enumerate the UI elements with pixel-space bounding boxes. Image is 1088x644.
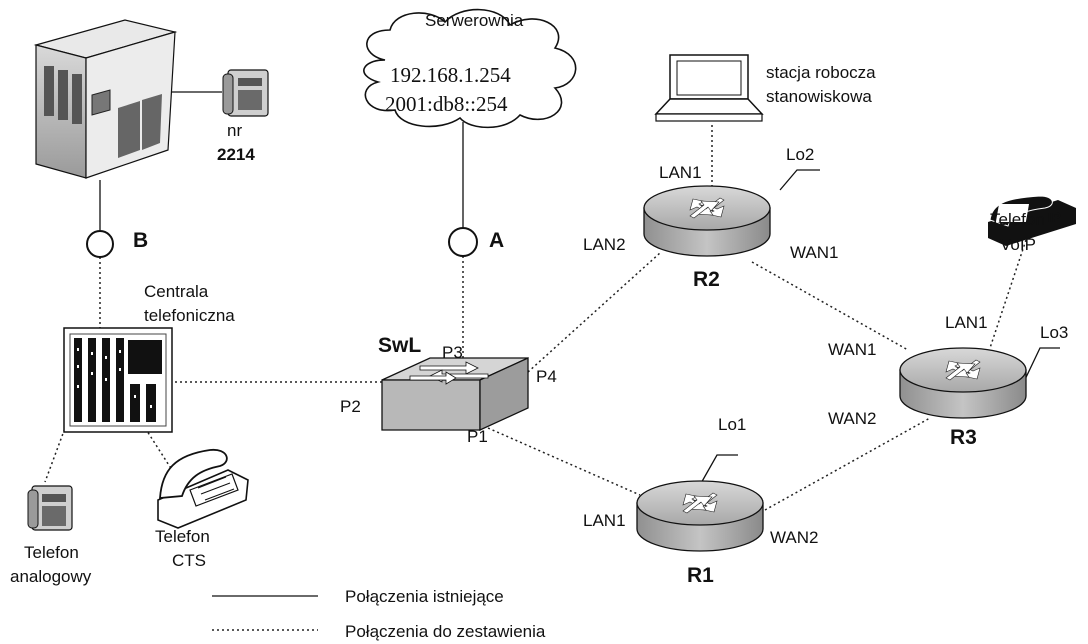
- r3-wan2-label: WAN2: [828, 409, 877, 428]
- connections: [44, 91, 1060, 511]
- line-swl-r2: [527, 252, 661, 373]
- r1-lo1-label: Lo1: [718, 415, 746, 434]
- analog-phone-label-line2: analogowy: [10, 567, 92, 586]
- cts-phone-icon: [157, 449, 249, 529]
- legend-solid-label: Połączenia istniejące: [345, 587, 504, 606]
- router-r1-icon: [636, 480, 764, 552]
- port-p1-label: P1: [467, 427, 488, 446]
- line-r2-lo2: [779, 169, 820, 191]
- router-r3-icon: [899, 347, 1027, 419]
- phone-number: 2214: [217, 145, 255, 164]
- r2-label: R2: [693, 268, 720, 291]
- pbx-label-line1: Centrala: [144, 282, 209, 301]
- phone-number-prefix: nr: [227, 121, 242, 140]
- legend-dotted-label: Połączenia do zestawienia: [345, 622, 546, 641]
- legend: Połączenia istniejące Połączenia do zest…: [212, 587, 546, 641]
- line-r3-lo3: [1019, 347, 1060, 391]
- connection-point-b: [86, 230, 114, 258]
- line-voip-r3: [989, 239, 1027, 349]
- laptop-icon: [654, 54, 764, 122]
- r1-lan1-label: LAN1: [583, 511, 626, 530]
- workstation-label-line2: stanowiskowa: [766, 87, 872, 106]
- r1-wan2-label: WAN2: [770, 528, 819, 547]
- switch-label: SwL: [378, 334, 421, 357]
- cloud-ipv4-label: 192.168.1.254: [390, 63, 511, 87]
- r1-label: R1: [687, 564, 714, 587]
- phone-2214-icon: [222, 69, 269, 117]
- line-r1-lo1: [699, 454, 738, 486]
- cloud-ipv6-label: 2001:db8::254: [385, 92, 508, 116]
- router-r2-icon: [643, 185, 771, 257]
- analog-phone-icon: [27, 485, 73, 531]
- pbx-cabinet-icon: [63, 327, 173, 433]
- connection-point-a: [448, 227, 478, 257]
- line-r2-r3: [751, 261, 909, 351]
- port-p4-label: P4: [536, 367, 557, 386]
- server-room-label: Serwerownia: [425, 11, 524, 30]
- r2-wan1-label: WAN1: [790, 243, 839, 262]
- analog-phone-label-line1: Telefon: [24, 543, 79, 562]
- port-p2-label: P2: [340, 397, 361, 416]
- pbx-label-line2: telefoniczna: [144, 306, 235, 325]
- point-b-label: B: [133, 229, 148, 252]
- cts-phone-label-line1: Telefon: [155, 527, 210, 546]
- voip-label-line1: Telefon: [990, 210, 1045, 229]
- r3-label: R3: [950, 426, 977, 449]
- server-room-cloud-icon: [363, 8, 577, 129]
- r3-lan1-label: LAN1: [945, 313, 988, 332]
- r2-lan2-label: LAN2: [583, 235, 626, 254]
- switch-swl-icon: [381, 356, 529, 432]
- pbx-server-icon: [33, 19, 178, 179]
- line-r1-r3: [764, 417, 931, 511]
- voip-label-line2: VoIP: [1000, 235, 1036, 254]
- cts-phone-label-line2: CTS: [172, 551, 206, 570]
- r2-lan1-label: LAN1: [659, 163, 702, 182]
- voip-phone-icon: IP: [988, 195, 1076, 246]
- workstation-label-line1: stacja robocza: [766, 63, 876, 82]
- r2-lo2-label: Lo2: [786, 145, 814, 164]
- r3-wan1-label: WAN1: [828, 340, 877, 359]
- port-p3-label: P3: [442, 343, 463, 362]
- r3-lo3-label: Lo3: [1040, 323, 1068, 342]
- svg-text:IP: IP: [1048, 209, 1061, 225]
- line-swl-r1: [487, 427, 641, 496]
- point-a-label: A: [489, 229, 504, 252]
